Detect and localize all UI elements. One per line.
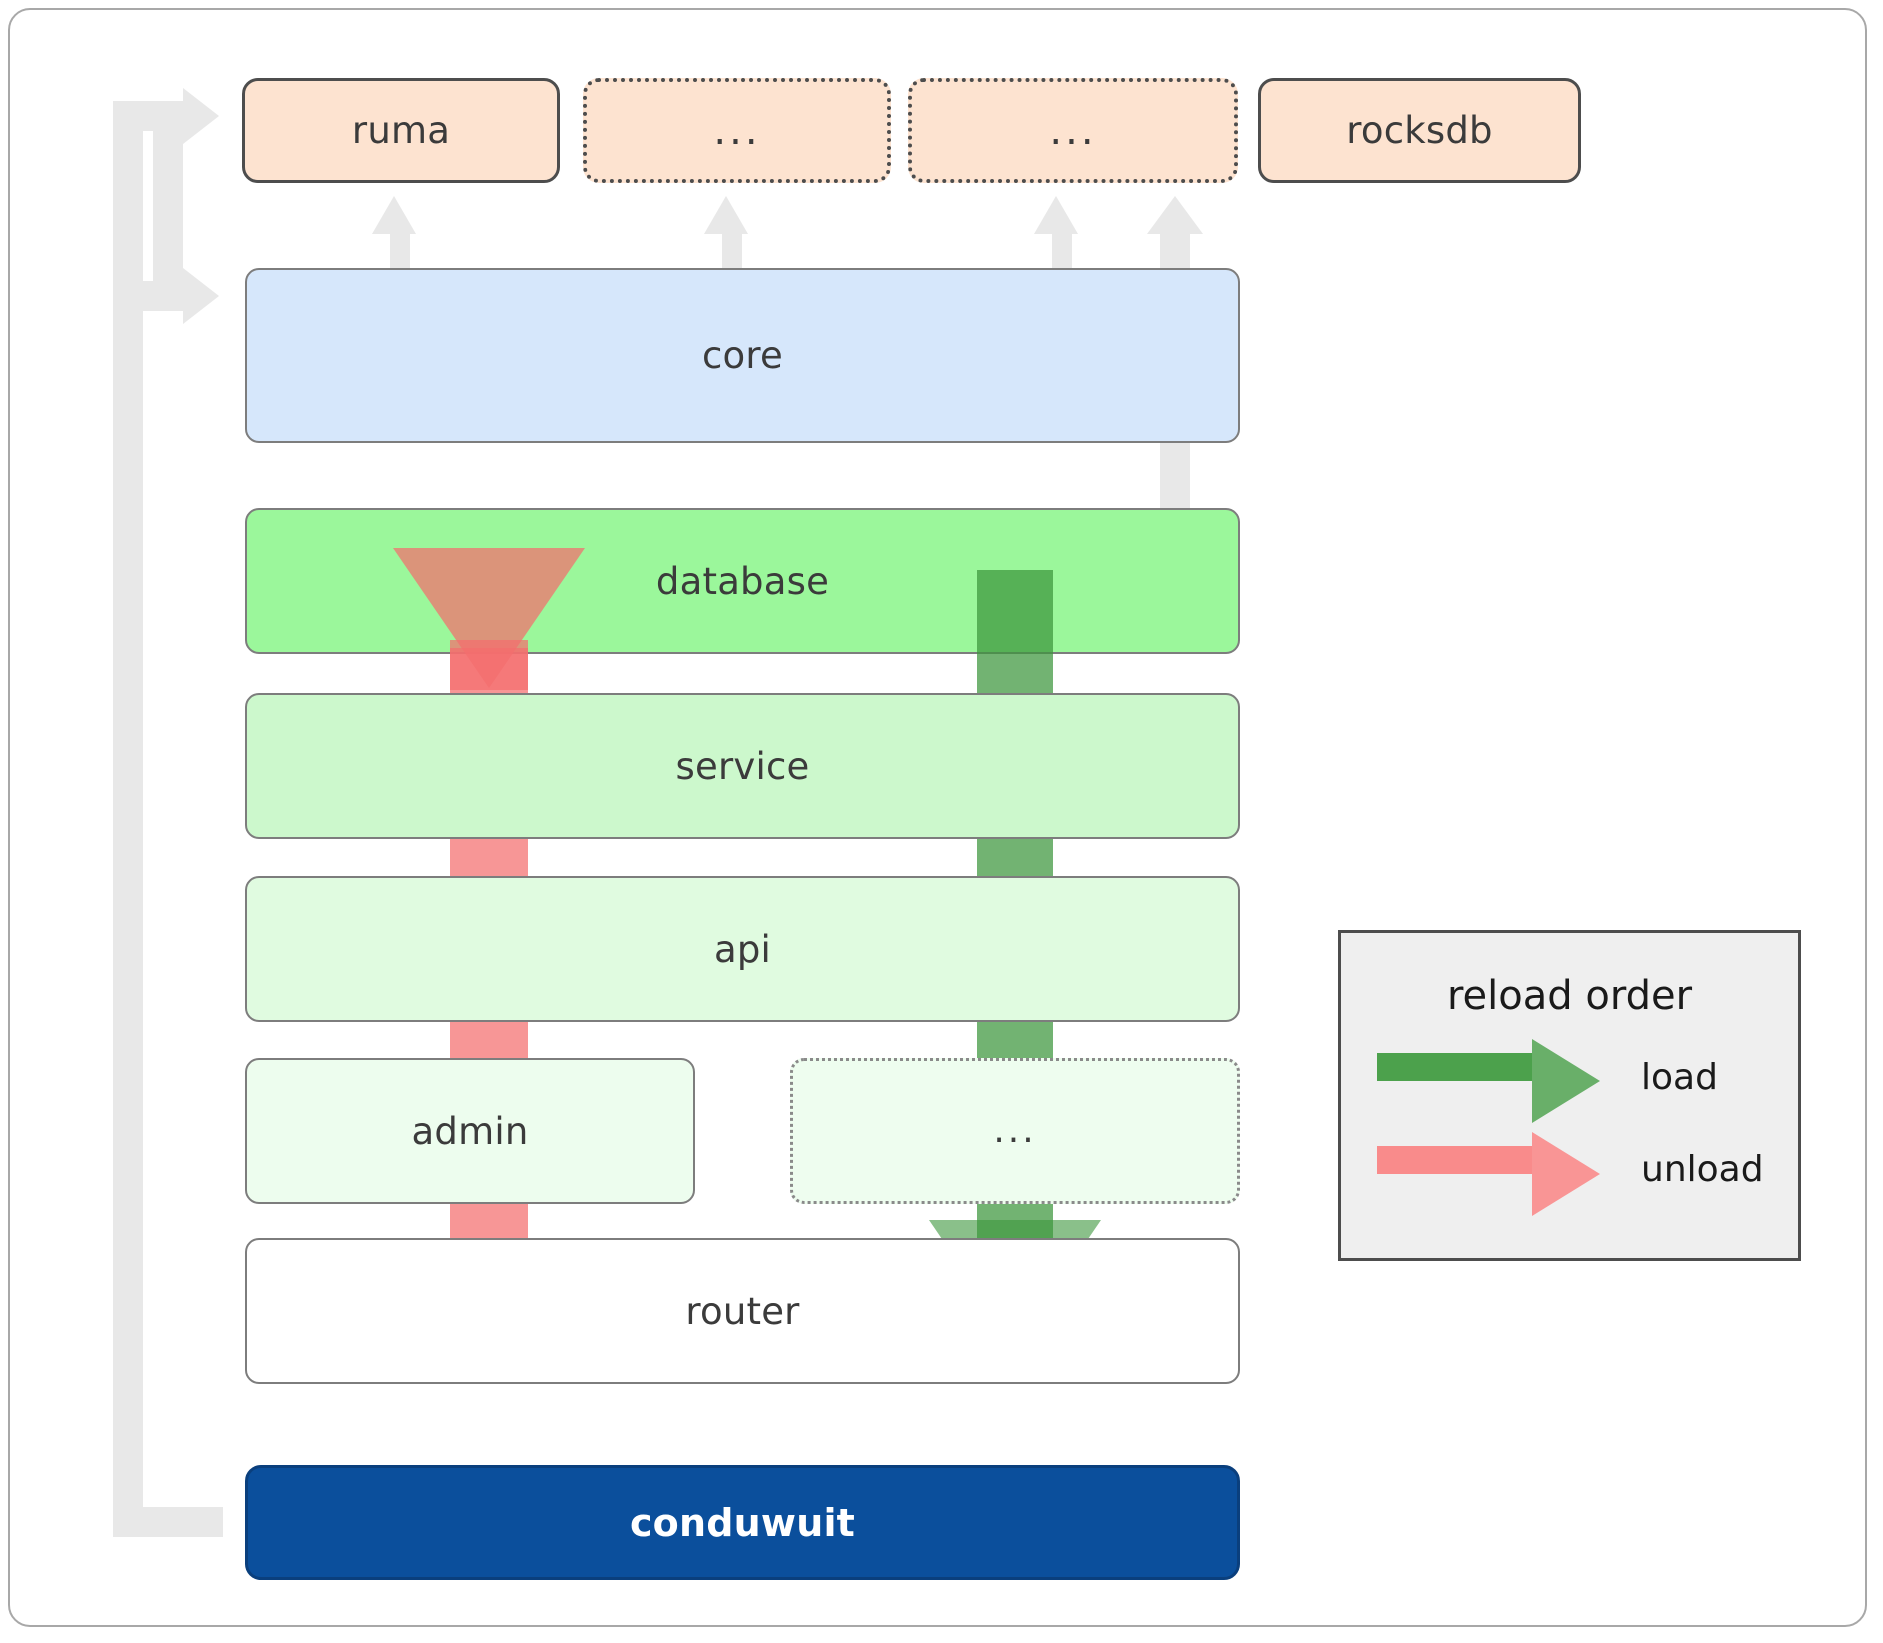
dependency-node-dots-2[interactable]: ... [908, 78, 1238, 183]
legend-unload-arrow-head-icon [1532, 1132, 1600, 1216]
legend-title: reload order [1446, 973, 1693, 1019]
layer-node-router[interactable]: router [245, 1238, 1240, 1384]
gray-arrow-core-to-dots1-icon [704, 196, 748, 234]
layer-label-service: service [675, 744, 810, 788]
gray-arrow-core-to-ruma-icon [372, 196, 416, 234]
legend-load-arrow-head-icon [1532, 1039, 1600, 1123]
layer-label-dots-3: ... [993, 1109, 1037, 1151]
dependency-node-rocksdb[interactable]: rocksdb [1258, 78, 1581, 183]
dependency-label-rocksdb: rocksdb [1346, 109, 1493, 152]
gray-arrow-to-rocksdb-icon [1147, 196, 1203, 234]
layer-node-core[interactable]: core [245, 268, 1240, 443]
gray-arrow-to-core-icon [183, 268, 219, 324]
layer-label-router: router [685, 1289, 800, 1333]
layer-label-database: database [655, 559, 830, 603]
dependency-label-ruma: ruma [351, 109, 451, 152]
dependency-node-dots-1[interactable]: ... [583, 78, 891, 183]
layer-label-api: api [713, 927, 772, 971]
layer-node-service[interactable]: service [245, 693, 1240, 839]
application-node-conduwuit[interactable]: conduwuit [245, 1465, 1240, 1580]
legend-label-load: load [1641, 1057, 1718, 1098]
dependency-label-dots-2: ... [1049, 107, 1097, 154]
layer-node-database[interactable]: database [245, 508, 1240, 654]
gray-connector-conduwuit [113, 1507, 223, 1537]
layer-label-core: core [702, 334, 783, 377]
gray-connector-core-stem [153, 116, 183, 311]
legend-panel: reload order load unload [1338, 930, 1801, 1261]
dependency-label-dots-1: ... [713, 107, 761, 154]
gray-arrow-to-ruma-icon [183, 88, 219, 144]
gray-stub-dots1 [722, 230, 742, 272]
gray-arrow-core-to-dots2-icon [1034, 196, 1078, 234]
gray-connector-ruma-h [113, 101, 185, 131]
legend-unload-arrow-shaft [1377, 1146, 1532, 1174]
layer-node-api[interactable]: api [245, 876, 1240, 1022]
gray-stub-dots2 [1052, 230, 1072, 272]
gray-spine-left [113, 116, 143, 1537]
legend-label-unload: unload [1641, 1149, 1764, 1190]
legend-load-arrow-shaft [1377, 1053, 1532, 1081]
layer-node-dots-3[interactable]: ... [790, 1058, 1240, 1204]
layer-node-admin[interactable]: admin [245, 1058, 695, 1204]
gray-stub-ruma [390, 230, 410, 272]
layer-label-admin: admin [411, 1109, 529, 1153]
dependency-node-ruma[interactable]: ruma [242, 78, 560, 183]
unload-arrow-shaft-upper [450, 640, 528, 690]
application-label-conduwuit: conduwuit [629, 1500, 856, 1545]
